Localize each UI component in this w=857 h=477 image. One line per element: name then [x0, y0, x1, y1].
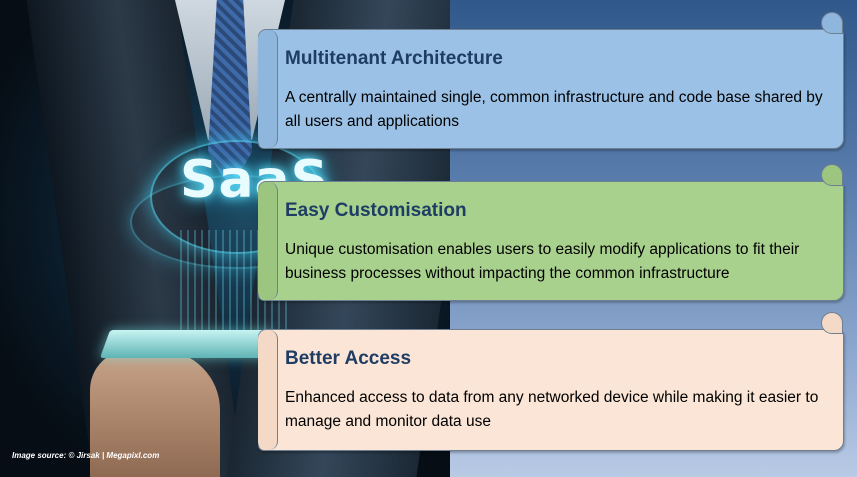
scroll-card-access: Better Access Enhanced access to data fr… [258, 312, 844, 451]
scroll-roll-top [821, 164, 843, 186]
scroll-roll-top [821, 312, 843, 334]
glass-tablet [99, 330, 276, 358]
scroll-roll-left [258, 182, 278, 300]
card-title: Easy Customisation [285, 200, 467, 221]
card-body: A centrally maintained single, common in… [285, 89, 823, 130]
scroll-roll-top [821, 12, 843, 34]
card-title: Better Access [285, 348, 412, 369]
scroll-card-customisation: Easy Customisation Unique customisation … [258, 164, 844, 301]
card-body: Enhanced access to data from any network… [285, 389, 819, 430]
scroll-card-multitenant: Multitenant Architecture A centrally mai… [258, 12, 844, 149]
hand-shape [90, 350, 220, 477]
scroll-roll-left [258, 30, 278, 148]
image-source-credit: Image source: © Jirsak | Megapixl.com [12, 451, 160, 460]
card-body: Unique customisation enables users to ea… [285, 241, 800, 282]
card-title: Multitenant Architecture [285, 48, 503, 69]
scroll-roll-left [258, 330, 278, 450]
